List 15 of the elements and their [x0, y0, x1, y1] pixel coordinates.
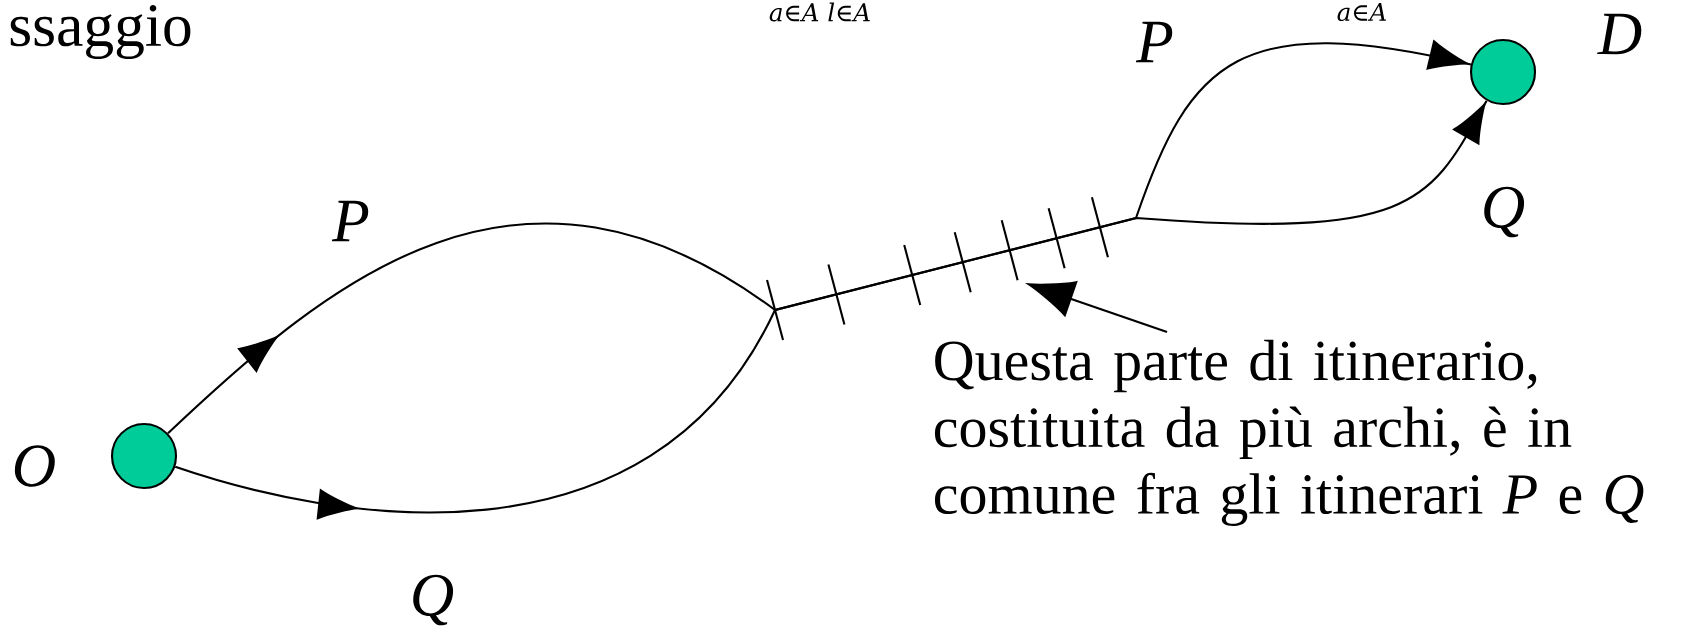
- annotation-text: Questa parte di itinerario, costituita da più archi, è in comune fra gli itinerari P e Q: [934, 339, 1644, 527]
- edge-label: Q: [413, 574, 454, 626]
- node-letter: O: [14, 445, 55, 487]
- leader-line: [1027, 281, 1168, 333]
- station-circle: [110, 422, 178, 490]
- route-line: [174, 100, 1488, 520]
- path-label: P: [1135, 21, 1173, 63]
- formula-fragment: a∈A l∈A: [769, 2, 870, 22]
- path-label: Q: [1484, 186, 1525, 238]
- station-circle: [1469, 38, 1537, 106]
- page-heading-fragment: ssaggio: [10, 5, 191, 59]
- route-line: [167, 40, 1472, 435]
- edge-label: P: [331, 200, 369, 242]
- node-letter: D: [1597, 13, 1642, 55]
- formula-fragment: a∈A: [1337, 2, 1387, 22]
